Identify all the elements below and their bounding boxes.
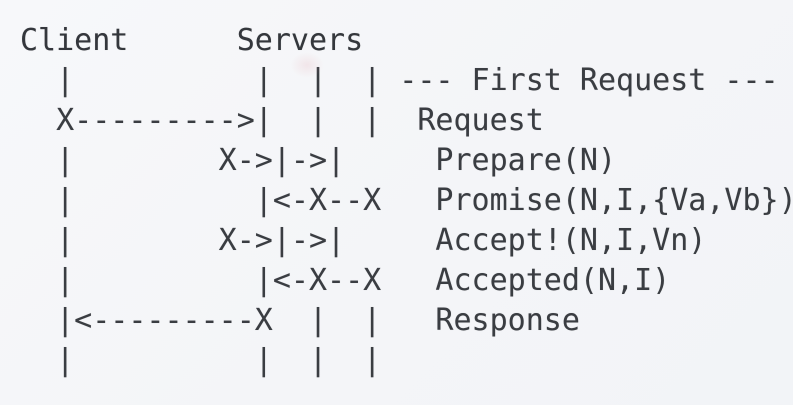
lifelines-art: |<---------X | |: [20, 303, 436, 338]
message-label-banner: --- First Request ---: [399, 63, 779, 98]
message-label-request: Request: [417, 103, 544, 138]
diagram-row-prepare: | X->|->| Prepare(N): [20, 141, 793, 181]
diagram-row-client-request: X--------->| | | Request: [20, 101, 793, 141]
message-label-response: Response: [435, 303, 580, 338]
diagram-row-trailing-lifelines: | | | |: [20, 343, 382, 378]
diagram-row-header: Client Servers: [20, 23, 364, 58]
lifelines-art: | |<-X--X: [20, 263, 436, 298]
diagram-row-section-banner: | | | | --- First Request ---: [20, 61, 793, 101]
lifelines-art: | | | |: [20, 63, 400, 98]
message-label-accepted: Accepted(N,I): [435, 263, 671, 298]
message-label-accept: Accept!(N,I,Vn): [435, 223, 707, 258]
diagram-row-accept: | X->|->| Accept!(N,I,Vn): [20, 221, 793, 261]
lifelines-art: | X->|->|: [20, 223, 436, 258]
diagram-row-client-response: |<---------X | | Response: [20, 301, 793, 341]
lifelines-art: X--------->| | |: [20, 103, 418, 138]
message-label-promise: Promise(N,I,{Va,Vb}): [435, 183, 793, 218]
lifelines-art: | |<-X--X: [20, 183, 436, 218]
diagram-row-accepted: | |<-X--X Accepted(N,I): [20, 261, 793, 301]
message-label-prepare: Prepare(N): [435, 143, 617, 178]
ascii-sequence-diagram: Client Servers | | | | --- First Request…: [20, 21, 793, 381]
diagram-row-promise: | |<-X--X Promise(N,I,{Va,Vb}): [20, 181, 793, 221]
lifelines-art: | X->|->|: [20, 143, 436, 178]
